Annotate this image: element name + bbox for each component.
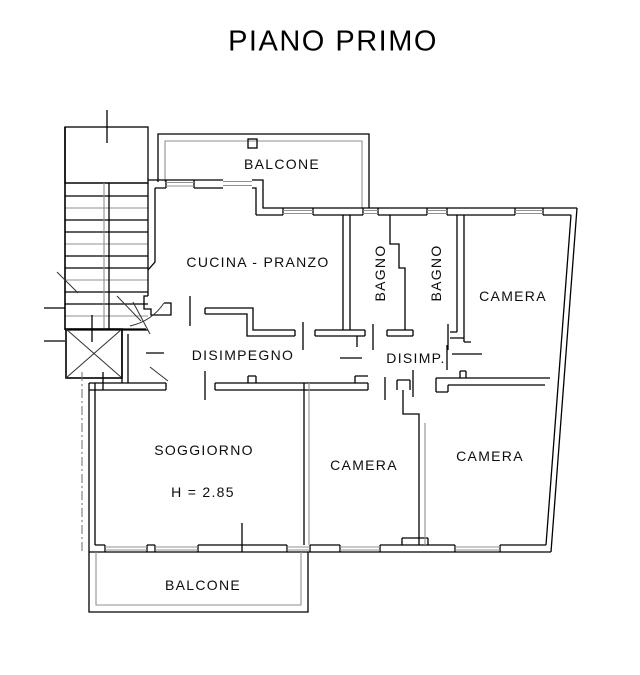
room-label-disimpegno: DISIMPEGNO [191, 347, 295, 363]
door-openings [116, 295, 449, 400]
room-label-camera-se: CAMERA [456, 448, 524, 464]
page-title: PIANO PRIMO [228, 25, 438, 58]
room-label-bagno-2: BAGNO [428, 244, 444, 302]
room-label-disimp: DISIMP. [386, 350, 446, 366]
staircase [44, 110, 149, 342]
room-label-camera-ne: CAMERA [479, 288, 547, 304]
balcony-bottom-structure [88, 552, 309, 613]
room-label-camera-s: CAMERA [330, 457, 398, 473]
balcony-top-structure [157, 133, 370, 208]
room-label-soggiorno: SOGGIORNO [154, 442, 254, 458]
interior-walls [89, 215, 550, 545]
elevator-shaft [65, 328, 146, 390]
exterior-walls [88, 179, 578, 553]
room-label-balcone-bottom: BALCONE [164, 577, 242, 593]
windows [105, 180, 543, 551]
room-label-cucina-pranzo: CUCINA - PRANZO [186, 254, 330, 270]
room-label-bagno-1: BAGNO [372, 244, 388, 302]
room-label-balcone-top: BALCONE [243, 156, 321, 172]
ceiling-height-label: H = 2.85 [171, 484, 235, 500]
